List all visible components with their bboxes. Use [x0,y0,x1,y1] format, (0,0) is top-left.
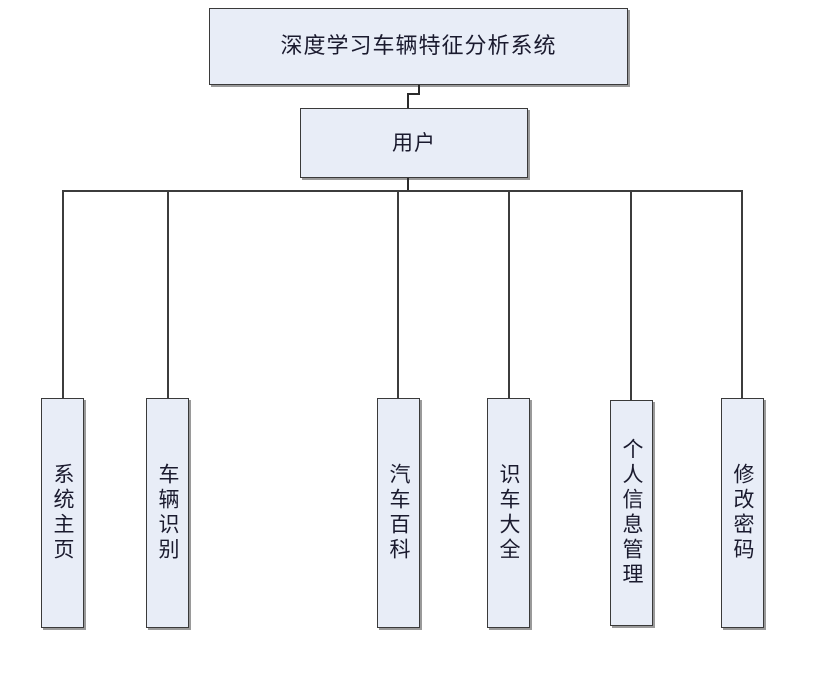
connector-root-stub [418,85,420,95]
node-leaf-3[interactable]: 汽车百科 [377,398,420,628]
connector-actor-to-bus [407,178,409,192]
connector-drop-3 [397,190,399,398]
node-actor-user[interactable]: 用户 [300,108,528,178]
node-leaf-6-label: 修改密码 [731,463,755,563]
node-leaf-1[interactable]: 系统主页 [41,398,84,628]
connector-root-elbow [407,93,420,95]
node-system-root-label: 深度学习车辆特征分析系统 [280,33,557,59]
node-leaf-4[interactable]: 识车大全 [487,398,530,628]
node-leaf-5[interactable]: 个人信息管理 [610,400,653,626]
connector-drop-2 [167,190,169,398]
node-leaf-6[interactable]: 修改密码 [721,398,764,628]
node-actor-user-label: 用户 [392,130,436,155]
node-leaf-1-label: 系统主页 [51,463,75,563]
connector-drop-6 [741,190,743,398]
node-leaf-5-label: 个人信息管理 [620,438,644,588]
node-system-root[interactable]: 深度学习车辆特征分析系统 [209,8,628,85]
node-leaf-2-label: 车辆识别 [156,463,180,563]
node-leaf-2[interactable]: 车辆识别 [146,398,189,628]
node-leaf-3-label: 汽车百科 [387,463,411,563]
node-leaf-4-label: 识车大全 [497,463,521,563]
connector-root-to-actor [407,93,409,109]
connector-drop-5 [630,190,632,400]
connector-drop-1 [62,190,64,398]
connector-drop-4 [508,192,510,398]
connector-bus-horizontal [62,190,743,192]
